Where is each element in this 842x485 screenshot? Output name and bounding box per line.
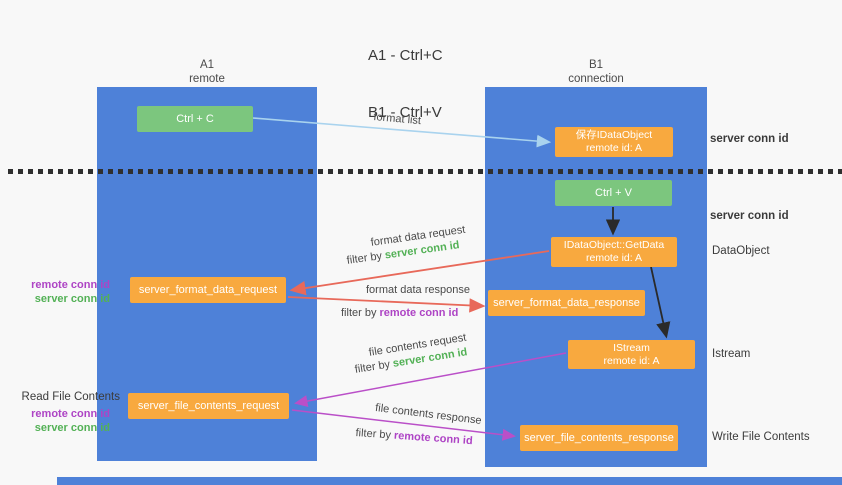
- save-dataobject-line1: 保存IDataObject: [575, 129, 653, 141]
- column-a-name: remote: [189, 73, 225, 85]
- dataobject-side-label: DataObject: [712, 245, 770, 257]
- getdata-node: IDataObject::GetData remote id: A: [551, 237, 677, 267]
- istream-node: IStream remote id: A: [568, 340, 695, 369]
- column-a-id: A1: [199, 59, 215, 71]
- getdata-line1: IDataObject::GetData: [563, 239, 665, 251]
- istream-line2: remote id: A: [603, 354, 660, 367]
- server-file-contents-response-node: server_file_contents_response: [520, 425, 678, 451]
- server-file-contents-request-node: server_file_contents_request: [128, 393, 289, 419]
- istream-line1: IStream: [613, 341, 650, 354]
- left-conn-id-group-1: remote conn id server conn id: [0, 278, 110, 306]
- save-dataobject-node: 保存IDataObject remote id: A: [555, 127, 673, 157]
- arrow-format-data-response: [287, 296, 486, 313]
- server-conn-id-left-2: server conn id: [34, 422, 110, 434]
- server-conn-id-left-1: server conn id: [34, 293, 110, 305]
- istream-side-label: Istream: [712, 348, 751, 360]
- save-dataobject-line2: remote id: A: [585, 142, 643, 154]
- server-file-contents-response-label: server_file_contents_response: [524, 431, 674, 444]
- ctrl-c-node: Ctrl + C: [137, 106, 253, 132]
- format-data-response-label: format data response: [366, 284, 470, 296]
- filter-by-text: filter by: [341, 307, 377, 319]
- server-file-contents-request-label: server_file_contents_request: [137, 399, 280, 412]
- write-file-contents-label: Write File Contents: [712, 431, 810, 443]
- remote-conn-id-text: remote conn id: [379, 307, 459, 319]
- read-file-contents-label: Read File Contents: [21, 391, 120, 403]
- diagram-title: A1 - Ctrl+C B1 - Ctrl+V: [368, 8, 443, 160]
- ctrl-c-label: Ctrl + C: [176, 112, 214, 125]
- filter-by-text: filter by: [346, 250, 383, 267]
- server-format-data-response-label: server_format_data_response: [493, 296, 640, 309]
- server-format-data-response-node: server_format_data_response: [488, 290, 645, 316]
- ctrl-v-node: Ctrl + V: [555, 180, 672, 206]
- remote-conn-id-left-2: remote conn id: [31, 408, 110, 420]
- server-format-data-request-label: server_format_data_request: [138, 283, 278, 296]
- server-conn-id-right-mid: server conn id: [710, 210, 789, 222]
- filter-by-text: filter by: [354, 358, 391, 376]
- left-conn-id-group-2: remote conn id server conn id: [0, 407, 110, 435]
- bottom-bar: [57, 477, 842, 485]
- remote-conn-id-left-1: remote conn id: [31, 279, 110, 291]
- column-b-header: B1 connection: [485, 58, 707, 86]
- title-line-1: A1 - Ctrl+C: [368, 47, 443, 64]
- column-b-id: B1: [588, 59, 604, 71]
- remote-conn-id-text: remote conn id: [393, 429, 474, 448]
- column-a-header: A1 remote: [97, 58, 317, 86]
- column-b-name: connection: [568, 73, 624, 85]
- phase-divider-dotted-line: [8, 169, 842, 174]
- getdata-line2: remote id: A: [585, 252, 643, 264]
- server-format-data-request-node: server_format_data_request: [130, 277, 286, 303]
- title-line-2: B1 - Ctrl+V: [368, 104, 442, 121]
- server-conn-id-right-top: server conn id: [710, 133, 789, 145]
- file-contents-response-label: file contents response: [374, 402, 483, 427]
- ctrl-v-label: Ctrl + V: [595, 186, 632, 199]
- filter-by-text: filter by: [355, 427, 392, 442]
